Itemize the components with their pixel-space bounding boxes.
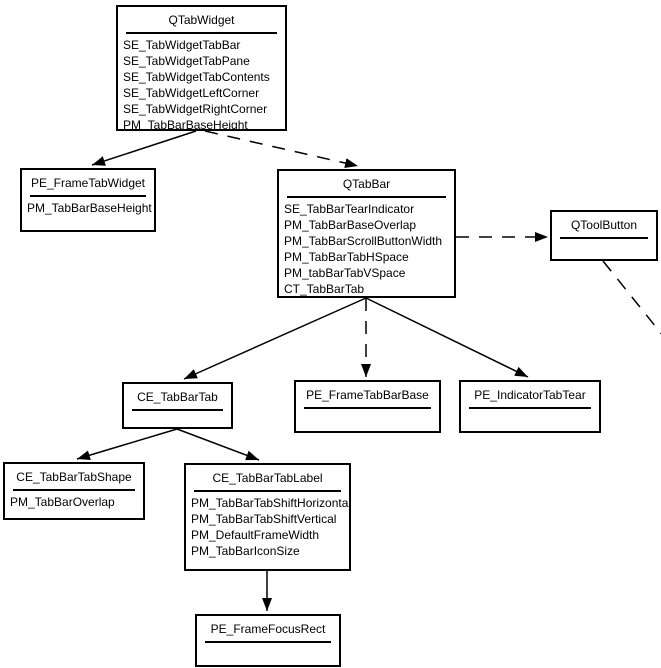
- class-title: CE_TabBarTabLabel: [212, 471, 323, 485]
- title-separator: [287, 196, 446, 198]
- class-box-qtabbar: QTabBar SE_TabBarTearIndicator PM_TabBar…: [277, 169, 456, 298]
- style-element: PM_TabBarTabHSpace: [284, 249, 409, 264]
- title-separator: [205, 641, 331, 643]
- title-separator: [132, 409, 223, 411]
- class-box-ce-tabbartabshape: CE_TabBarTabShape PM_TabBarOverlap: [3, 462, 145, 520]
- class-title: QTabWidget: [168, 13, 235, 27]
- edge-qtabwidget-to-qtabbar: [204, 130, 359, 168]
- title-separator: [126, 32, 277, 34]
- style-element: SE_TabWidgetLeftCorner: [123, 85, 260, 100]
- title-separator: [194, 490, 341, 492]
- class-items: SE_TabWidgetTabBar SE_TabWidgetTabPane S…: [118, 34, 285, 131]
- class-title: PE_FrameTabBarBase: [306, 388, 429, 402]
- title-separator: [469, 407, 591, 409]
- edge-qtabbar-to-pe-indicatortabtear: [365, 297, 529, 378]
- class-items: SE_TabBarTearIndicator PM_TabBarBaseOver…: [279, 198, 454, 296]
- class-box-pe-frametabwidget: PE_FrameTabWidget PM_TabBarBaseHeight: [20, 168, 156, 232]
- class-title: PE_FrameTabWidget: [30, 176, 146, 190]
- style-element: PM_DefaultFrameWidth: [191, 527, 320, 542]
- style-element: PM_tabBarTabVSpace: [284, 265, 406, 280]
- style-element: SE_TabWidgetTabContents: [123, 69, 270, 84]
- class-box-ce-tabbartab: CE_TabBarTab: [122, 382, 233, 429]
- class-items: PM_TabBarOverlap: [5, 491, 143, 514]
- class-title: QTabBar: [342, 177, 391, 191]
- title-separator: [30, 195, 146, 197]
- style-element: PM_TabBarTabShiftHorizontal: [191, 496, 351, 510]
- edge-qtoolbutton-to-offscreen: [602, 260, 661, 335]
- edge-ce-tabbartab-to-ce-tabbartablabel: [176, 428, 260, 461]
- style-element: CT_TabBarTab: [284, 281, 365, 296]
- style-element: SE_TabWidgetTabPane: [123, 53, 250, 68]
- class-title: PE_IndicatorTabTear: [474, 388, 586, 402]
- title-separator: [560, 237, 648, 239]
- style-element: PM_TabBarIconSize: [191, 543, 300, 558]
- style-element: SE_TabBarTearIndicator: [284, 202, 415, 216]
- edge-qtabwidget-to-pe-frametabwidget: [91, 130, 197, 166]
- class-items: PM_TabBarBaseHeight: [22, 197, 154, 220]
- class-title: CE_TabBarTab: [137, 390, 218, 404]
- class-box-pe-indicatortabtear: PE_IndicatorTabTear: [459, 380, 601, 433]
- style-element: PM_TabBarOverlap: [10, 495, 115, 509]
- class-title: QToolButton: [570, 218, 638, 232]
- style-element: SE_TabWidgetTabBar: [123, 38, 241, 52]
- class-title: CE_TabBarTabShape: [16, 470, 132, 484]
- class-items: PM_TabBarTabShiftHorizontal PM_TabBarTab…: [186, 492, 349, 563]
- style-element: PM_TabBarScrollButtonWidth: [284, 233, 443, 248]
- class-box-qtabwidget: QTabWidget SE_TabWidgetTabBar SE_TabWidg…: [116, 5, 287, 131]
- edge-qtabbar-to-ce-tabbartab: [183, 297, 367, 380]
- style-element: PM_TabBarTabShiftVertical: [191, 511, 337, 526]
- title-separator: [304, 407, 431, 409]
- class-box-pe-frametabbarbase: PE_FrameTabBarBase: [294, 380, 441, 433]
- title-separator: [13, 489, 135, 491]
- class-box-qtoolbutton: QToolButton: [550, 210, 658, 261]
- style-element: PM_TabBarBaseHeight: [123, 117, 248, 131]
- style-element: PM_TabBarBaseOverlap: [284, 217, 417, 232]
- style-element: PM_TabBarBaseHeight: [27, 201, 152, 215]
- class-title: PE_FrameFocusRect: [210, 622, 326, 636]
- style-element: SE_TabWidgetRightCorner: [123, 101, 268, 116]
- edge-ce-tabbartab-to-ce-tabbartabshape: [76, 428, 178, 461]
- class-box-ce-tabbartablabel: CE_TabBarTabLabel PM_TabBarTabShiftHoriz…: [184, 463, 351, 571]
- class-box-pe-framefocusrect: PE_FrameFocusRect: [195, 614, 341, 667]
